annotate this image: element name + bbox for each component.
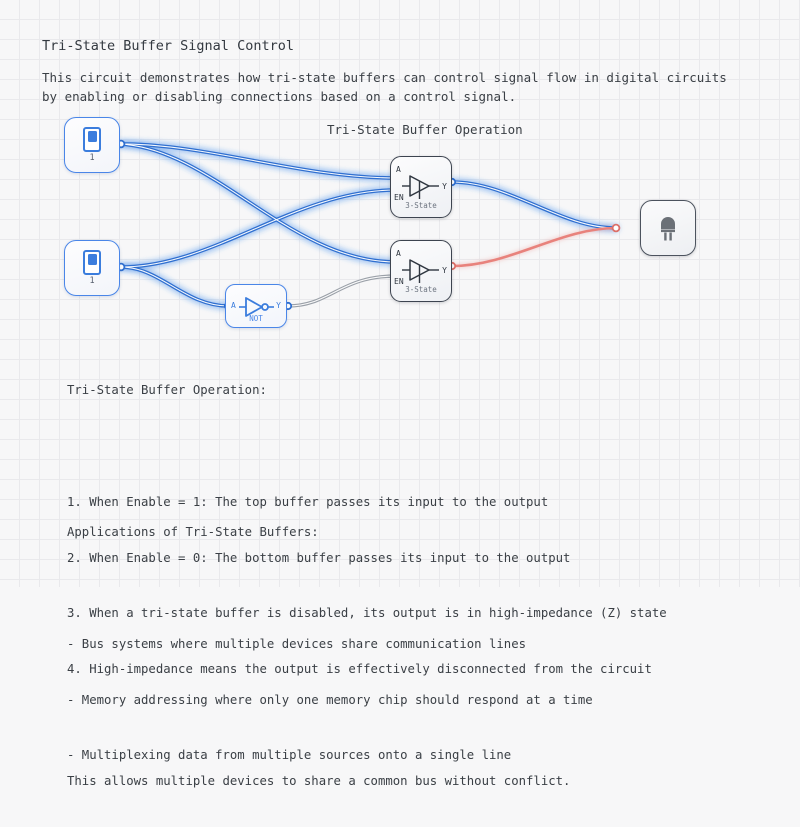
pin-label-y: Y: [442, 266, 447, 275]
gate-sublabel: 3-State: [405, 201, 437, 210]
toggle-switch-lever: [87, 254, 97, 265]
input-switch-top-value: 1: [89, 153, 95, 163]
operation-step: 2. When Enable = 0: The bottom buffer pa…: [67, 550, 571, 565]
pin-label-en: EN: [394, 277, 404, 286]
toggle-switch-icon: [83, 127, 101, 152]
operation-heading: Tri-State Buffer Operation:: [67, 383, 267, 398]
pin-label-y: Y: [442, 182, 447, 191]
not-gate[interactable]: A Y NOT: [225, 284, 287, 328]
not-gate-sublabel: NOT: [249, 314, 263, 323]
tri-state-buffer-symbol: [402, 175, 439, 199]
gate-sublabel: 3-State: [405, 285, 437, 294]
circuit-canvas: Tri-State Buffer Signal Control This cir…: [0, 0, 800, 788]
application-item: - Memory addressing where only one memor…: [67, 692, 593, 707]
tri-state-buffer-top[interactable]: A EN Y 3-State: [390, 156, 452, 218]
page-description: This circuit demonstrates how tri-state …: [42, 70, 727, 104]
page-title: Tri-State Buffer Signal Control: [42, 38, 294, 54]
pin-label-en: EN: [394, 193, 404, 202]
tri-state-buffer-symbol: [402, 259, 439, 283]
operation-step: 1. When Enable = 1: The top buffer passe…: [67, 494, 549, 509]
pin-label-a: A: [231, 301, 236, 310]
applications-heading: Applications of Tri-State Buffers:: [67, 525, 319, 540]
pin-label-a: A: [396, 165, 401, 174]
application-item: - Bus systems where multiple devices sha…: [67, 636, 527, 651]
toggle-switch-icon: [83, 250, 101, 275]
applications-block: Applications of Tri-State Buffers: - Bus…: [67, 486, 593, 802]
tri-state-buffer-bottom[interactable]: A EN Y 3-State: [390, 240, 452, 302]
toggle-switch-lever: [87, 131, 97, 142]
led-output[interactable]: [640, 200, 696, 256]
input-switch-bottom-value: 1: [89, 276, 95, 286]
diagram-title: Tri-State Buffer Operation: [327, 122, 523, 137]
input-switch-bottom[interactable]: 1: [64, 240, 120, 296]
led-icon: [661, 217, 675, 241]
application-item: - Multiplexing data from multiple source…: [67, 748, 512, 763]
pin-label-a: A: [396, 249, 401, 258]
input-switch-top[interactable]: 1: [64, 117, 120, 173]
pin-label-y: Y: [276, 301, 281, 310]
wire-ports: [116, 139, 621, 311]
not-gate-symbol: [239, 297, 274, 317]
